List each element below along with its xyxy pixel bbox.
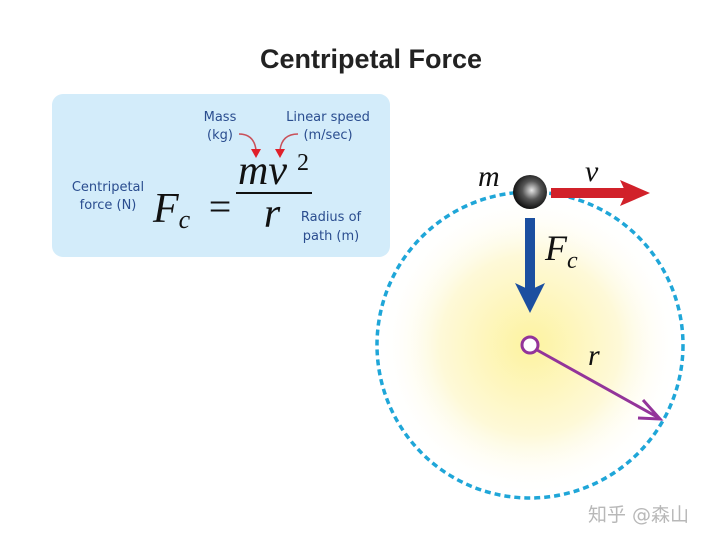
formula-lhs: Fc xyxy=(152,186,191,234)
formula-equals: = xyxy=(209,184,232,229)
diagram-title: Centripetal Force xyxy=(259,44,483,74)
formula-panel xyxy=(52,94,390,257)
velocity-label: v xyxy=(585,155,599,188)
formula-exponent: 2 xyxy=(297,150,309,176)
speed-label-line2: (m/sec) xyxy=(303,128,352,143)
formula-denominator: r xyxy=(264,191,281,237)
velocity-arrow xyxy=(551,180,650,206)
speed-pointer-arrow xyxy=(275,133,299,158)
radius-label: r xyxy=(588,339,600,372)
mass-pointer-arrow xyxy=(238,133,261,158)
formula-numerator: mv xyxy=(238,148,287,194)
mass-label-line1: Mass xyxy=(204,110,237,125)
centripetal-force-arrow xyxy=(515,218,545,313)
mass-label: m xyxy=(478,160,500,193)
mass-ball xyxy=(513,175,547,209)
mass-label-line2: (kg) xyxy=(207,128,233,143)
force-label: Fc xyxy=(544,228,578,274)
force-label-line2: force (N) xyxy=(80,198,137,213)
force-label-line1: Centripetal xyxy=(72,180,144,195)
radius-arrow xyxy=(520,335,664,421)
watermark: 知乎 @森山 xyxy=(588,504,690,526)
radius-label-line2: path (m) xyxy=(303,229,360,244)
speed-label-line1: Linear speed xyxy=(286,110,370,125)
radius-label-line1: Radius of xyxy=(301,210,362,225)
